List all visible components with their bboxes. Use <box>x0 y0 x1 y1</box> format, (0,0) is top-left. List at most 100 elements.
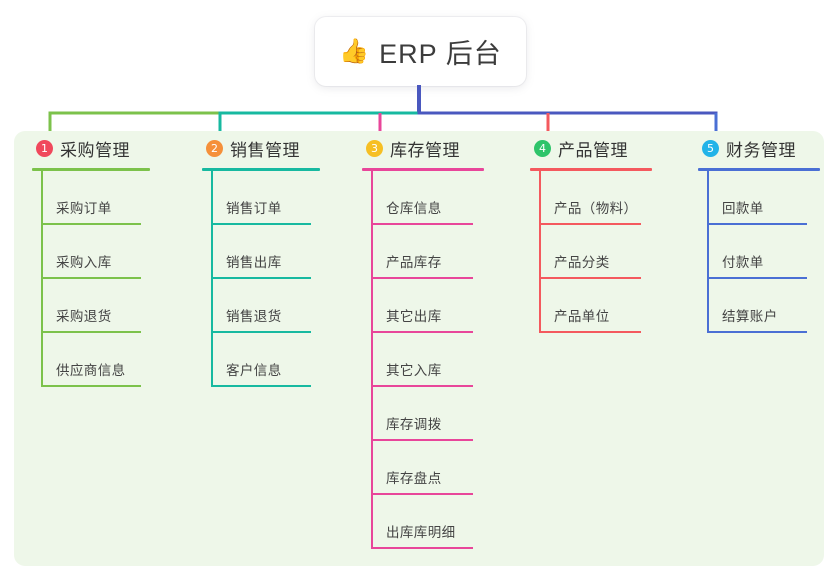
item-underline <box>371 385 473 387</box>
branch-title-label: 销售管理 <box>230 140 300 160</box>
item-label: 产品分类 <box>554 255 610 270</box>
item-underline <box>539 331 641 333</box>
item-stem <box>41 171 43 225</box>
item-underline <box>707 331 807 333</box>
item-label: 销售订单 <box>226 201 282 216</box>
item-underline <box>371 547 473 549</box>
branch-column-2: 2 销售管理销售订单销售出库销售退货客户信息 <box>202 131 352 387</box>
item-underline <box>211 223 311 225</box>
branch-index-badge: 4 <box>534 139 551 157</box>
item-underline <box>707 223 807 225</box>
branch-title-label: 财务管理 <box>726 140 796 160</box>
item-underline <box>41 277 141 279</box>
item-label: 采购订单 <box>56 201 112 216</box>
branch-index-badge: 5 <box>702 139 719 157</box>
item-underline <box>211 331 311 333</box>
item-label: 产品单位 <box>554 309 610 324</box>
branch-item-list: 产品（物料） 产品分类产品单位 <box>530 171 690 333</box>
branch-item[interactable]: 销售订单 <box>202 171 352 225</box>
item-underline <box>41 385 141 387</box>
branch-header-5[interactable]: 5 财务管理 <box>698 131 833 165</box>
item-stem <box>371 171 373 225</box>
branch-item[interactable]: 库存盘点 <box>362 441 512 495</box>
item-underline <box>371 277 473 279</box>
branch-item[interactable]: 产品库存 <box>362 225 512 279</box>
branch-item[interactable]: 结算账户 <box>698 279 833 333</box>
item-label: 产品库存 <box>386 255 442 270</box>
branch-title-label: 库存管理 <box>390 140 460 160</box>
item-underline <box>41 223 141 225</box>
branch-index-badge: 2 <box>206 139 223 157</box>
branch-item[interactable]: 产品（物料） <box>530 171 690 225</box>
item-stem <box>41 225 43 279</box>
branch-item[interactable]: 出库库明细 <box>362 495 512 549</box>
item-label: 客户信息 <box>226 363 282 378</box>
item-label: 库存调拨 <box>386 417 442 432</box>
branch-item[interactable]: 采购退货 <box>32 279 182 333</box>
item-label: 销售出库 <box>226 255 282 270</box>
branch-item[interactable]: 销售出库 <box>202 225 352 279</box>
branch-item-list: 回款单付款单结算账户 <box>698 171 833 333</box>
thumbs-up-icon: 👍 <box>339 37 371 65</box>
branch-item-list: 仓库信息产品库存其它出库其它入库库存调拨库存盘点出库库明细 <box>362 171 512 549</box>
item-underline <box>371 493 473 495</box>
item-label: 产品（物料） <box>554 201 638 216</box>
item-underline <box>707 277 807 279</box>
item-stem <box>707 171 709 225</box>
item-underline <box>371 439 473 441</box>
branch-header-2[interactable]: 2 销售管理 <box>202 131 352 165</box>
root-node-label: ERP 后台 <box>379 39 502 69</box>
branch-item[interactable]: 产品单位 <box>530 279 690 333</box>
item-label: 其它入库 <box>386 363 442 378</box>
item-stem <box>211 333 213 387</box>
item-underline <box>211 385 311 387</box>
item-label: 结算账户 <box>722 309 778 324</box>
branch-item[interactable]: 库存调拨 <box>362 387 512 441</box>
item-stem <box>371 225 373 279</box>
item-stem <box>211 225 213 279</box>
item-stem <box>371 495 373 549</box>
branch-item[interactable]: 回款单 <box>698 171 833 225</box>
branch-item[interactable]: 仓库信息 <box>362 171 512 225</box>
branch-underline <box>362 168 484 171</box>
branch-column-3: 3 库存管理仓库信息产品库存其它出库其它入库库存调拨库存盘点出库库明细 <box>362 131 512 549</box>
branch-column-5: 5 财务管理回款单付款单结算账户 <box>698 131 833 333</box>
item-underline <box>539 277 641 279</box>
branch-index-badge: 3 <box>366 139 383 157</box>
branch-header-3[interactable]: 3 库存管理 <box>362 131 512 165</box>
branch-item[interactable]: 销售退货 <box>202 279 352 333</box>
item-label: 回款单 <box>722 201 764 216</box>
item-label: 仓库信息 <box>386 201 442 216</box>
item-underline <box>371 223 473 225</box>
item-label: 其它出库 <box>386 309 442 324</box>
item-stem <box>41 279 43 333</box>
branch-item[interactable]: 采购订单 <box>32 171 182 225</box>
branch-item[interactable]: 其它入库 <box>362 333 512 387</box>
root-node-card[interactable]: 👍 ERP 后台 <box>315 17 526 86</box>
item-label: 库存盘点 <box>386 471 442 486</box>
item-stem <box>211 171 213 225</box>
branch-item[interactable]: 其它出库 <box>362 279 512 333</box>
item-stem <box>41 333 43 387</box>
item-label: 出库库明细 <box>386 525 456 540</box>
root-node-title: 👍 ERP 后台 <box>339 32 501 71</box>
item-underline <box>371 331 473 333</box>
item-stem <box>539 171 541 225</box>
branch-item[interactable]: 供应商信息 <box>32 333 182 387</box>
item-stem <box>371 387 373 441</box>
branch-item[interactable]: 采购入库 <box>32 225 182 279</box>
branch-item[interactable]: 付款单 <box>698 225 833 279</box>
branch-item[interactable]: 产品分类 <box>530 225 690 279</box>
branch-item-list: 采购订单采购入库采购退货供应商信息 <box>32 171 182 387</box>
item-underline <box>211 277 311 279</box>
branch-item[interactable]: 客户信息 <box>202 333 352 387</box>
branch-item-list: 销售订单销售出库销售退货客户信息 <box>202 171 352 387</box>
item-label: 销售退货 <box>226 309 282 324</box>
item-stem <box>211 279 213 333</box>
